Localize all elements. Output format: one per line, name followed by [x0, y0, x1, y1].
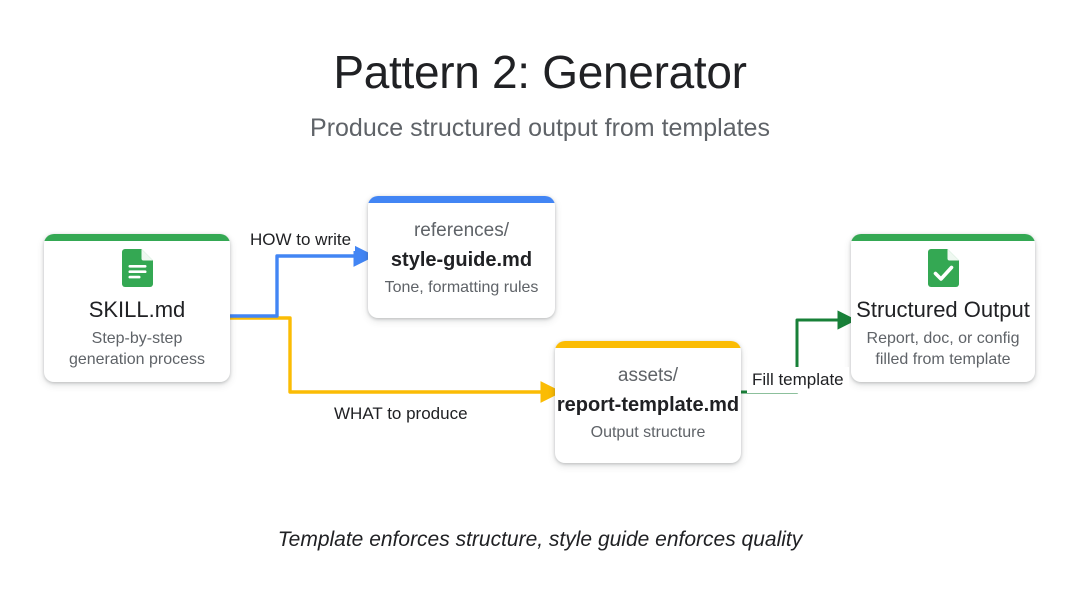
page-subtitle: Produce structured output from templates: [310, 114, 770, 142]
card-title: style-guide.md: [390, 249, 533, 272]
card-eyebrow: assets/: [617, 365, 679, 387]
document-lines-icon: [121, 249, 153, 288]
card-accent-bar: [851, 234, 1035, 241]
card-eyebrow: references/: [413, 220, 510, 242]
edge-label-fill-template: Fill template: [747, 367, 849, 394]
card-title: report-template.md: [556, 394, 740, 417]
card-accent-bar: [44, 234, 230, 241]
edge-label-how-to-write: HOW to write: [246, 229, 356, 252]
edge-what-to-produce: [230, 316, 563, 403]
card-title: SKILL.md: [88, 297, 186, 323]
card-accent-bar: [368, 196, 555, 203]
card-subtitle: Tone, formatting rules: [384, 279, 539, 297]
page-title: Pattern 2: Generator: [333, 46, 747, 98]
node-card-references[interactable]: references/ style-guide.md Tone, formatt…: [368, 196, 555, 318]
card-title: Structured Output: [856, 297, 1030, 323]
edge-label-what-to-produce: WHAT to produce: [330, 403, 472, 426]
document-check-icon: [927, 249, 959, 288]
card-accent-bar: [555, 341, 741, 348]
node-card-structured-output[interactable]: Structured Output Report, doc, or config…: [851, 234, 1035, 382]
node-card-assets[interactable]: assets/ report-template.md Output struct…: [555, 341, 741, 463]
card-subtitle: Output structure: [590, 424, 706, 442]
page-caption: Template enforces structure, style guide…: [277, 528, 803, 551]
edge-how-to-write: [230, 245, 376, 318]
